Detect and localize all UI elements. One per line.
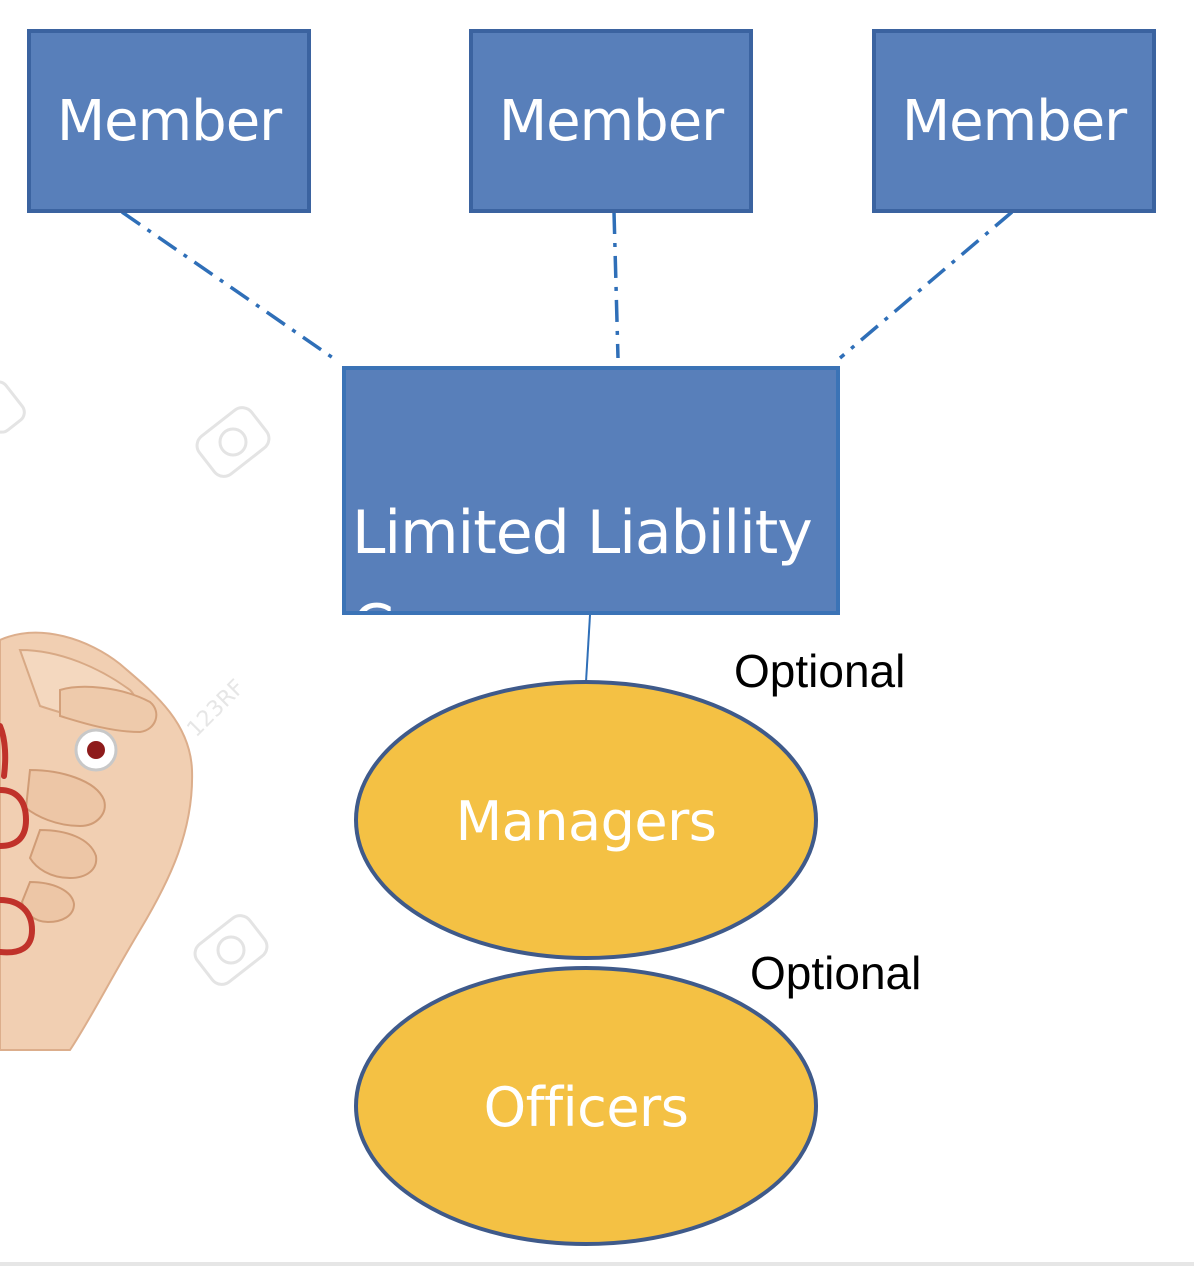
- member-box-1: Member: [27, 29, 311, 213]
- company-box: Limited Liability Company: [342, 366, 840, 615]
- member-box-3: Member: [872, 29, 1156, 213]
- member-label-1: Member: [56, 88, 282, 154]
- member-label-3: Member: [901, 88, 1127, 154]
- company-label: Limited Liability Company: [352, 498, 813, 611]
- hand-icon: [0, 631, 194, 1051]
- member-box-2: Member: [469, 29, 753, 213]
- watermark-text: 123RF: [183, 675, 250, 742]
- officers-ellipse: [354, 966, 818, 1246]
- officers-label: Officers: [483, 1076, 689, 1139]
- connector-member-2: [612, 211, 620, 359]
- managers-ellipse: [354, 680, 818, 960]
- managers-label: Managers: [455, 790, 717, 853]
- connectors: [121, 210, 1014, 362]
- optional-label-managers: Optional: [734, 645, 906, 697]
- member-label-2: Member: [498, 88, 724, 154]
- connector-member-1: [121, 210, 337, 362]
- connector-company-managers: [585, 614, 591, 683]
- bottom-divider: [0, 1262, 1194, 1266]
- connector-member-3: [838, 210, 1014, 360]
- drawn-marks: [0, 723, 36, 956]
- optional-label-officers: Optional: [750, 947, 922, 999]
- watermark-camera-icon: [0, 380, 271, 986]
